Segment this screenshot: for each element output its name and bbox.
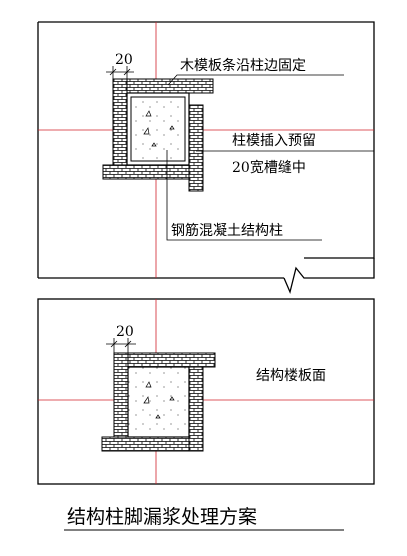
top-panel-frame: [37, 21, 375, 279]
diagram-caption: 结构柱脚漏浆处理方案: [67, 506, 257, 528]
top-dimension: [106, 66, 134, 80]
bottom-dimension-text: 20: [116, 324, 134, 340]
bottom-panel: 20 结构楼板面: [37, 298, 375, 485]
top-leader-column: [166, 150, 322, 241]
top-board-bottom: [102, 164, 190, 180]
top-dimension-text: 20: [115, 52, 133, 68]
bottom-panel-frame: [37, 298, 375, 485]
top-aggregate-marks: [143, 110, 175, 147]
bottom-label-slab: 结构楼板面: [256, 368, 326, 384]
top-leader-board: [167, 74, 344, 86]
top-label-slot-line2: 20宽槽缝中: [232, 159, 306, 176]
top-board-right: [188, 104, 204, 192]
top-label-slot-line1: 柱模插入预留: [232, 133, 316, 149]
bottom-board-left: [113, 352, 129, 438]
bottom-board-bottom: [101, 436, 190, 452]
top-board-top: [126, 78, 214, 94]
top-board-left: [112, 78, 128, 166]
bottom-dimension: [106, 338, 136, 353]
top-label-column: 钢筋混凝土结构柱: [171, 222, 283, 239]
bottom-board-right: [188, 366, 204, 452]
top-break-line: [283, 258, 375, 295]
top-label-board: 木模板条沿柱边固定: [180, 57, 306, 74]
bottom-board-top: [127, 352, 216, 368]
bottom-concrete-column: [127, 366, 190, 438]
top-panel: 20 木模板条沿柱边固定 柱模插入预留 20宽槽缝中 钢筋混凝土结构柱: [37, 21, 375, 295]
top-concrete-column: [130, 96, 186, 162]
bottom-aggregate-marks: [143, 381, 175, 419]
